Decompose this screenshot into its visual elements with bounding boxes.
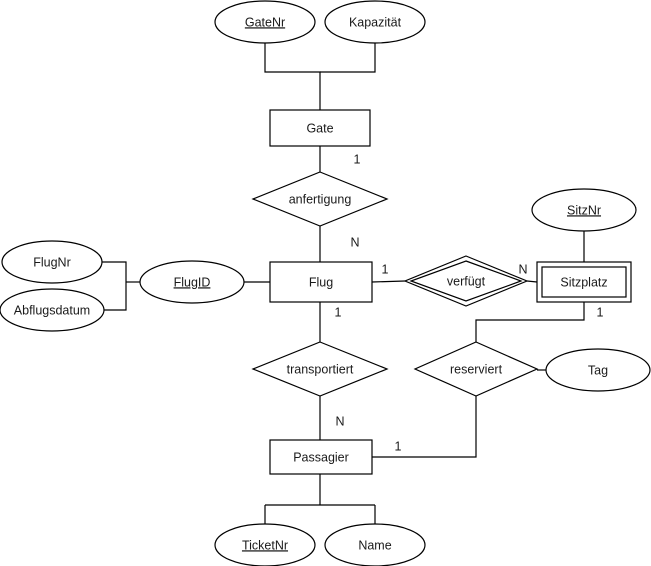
entity-box (536, 261, 632, 303)
connector-verfuegt-to-sitzplatz (526, 280, 538, 283)
connector-reserviert-to-passagier (372, 396, 477, 458)
attribute-flugid[interactable]: FlugID (139, 260, 245, 304)
attribute-label: TicketNr (242, 538, 288, 552)
cardinality-transportiert-passagier: N (335, 414, 344, 428)
weak-entity-inner-box (541, 266, 627, 298)
relationship-layer: anfertigung verfügt transportiert reservier… (251, 171, 539, 397)
attribute-ellipse (139, 260, 245, 304)
attribute-ellipse (1, 240, 103, 284)
attribute-ellipse (324, 0, 426, 44)
relationship-reserviert[interactable]: reserviert (413, 341, 539, 397)
attribute-label: Tag (588, 363, 608, 377)
entity-label: Gate (306, 121, 333, 135)
connector-sitzplatz-to-reserviert (475, 302, 585, 342)
entity-box (269, 439, 373, 475)
attribute-ellipse (531, 188, 637, 232)
relationship-transportiert[interactable]: transportiert (251, 341, 389, 397)
attribute-abflugsdatum[interactable]: Abflugsdatum (0, 288, 105, 332)
entity-label: Flug (309, 275, 333, 289)
relationship-diamond (251, 341, 389, 397)
attribute-tag[interactable]: Tag (545, 348, 651, 392)
attribute-ticketnr[interactable]: TicketNr (214, 523, 316, 566)
attribute-sitznr[interactable]: SitzNr (531, 188, 637, 232)
connector-kapazitaet-to-gate (320, 43, 376, 73)
attribute-label: GateNr (245, 15, 285, 29)
attribute-name[interactable]: Name (324, 523, 426, 566)
entity-label: Passagier (293, 450, 349, 464)
connector-gatenr-to-gate (264, 43, 321, 110)
relationship-label: anfertigung (289, 192, 352, 206)
identifying-relationship-inner-diamond (409, 260, 523, 302)
attribute-label: Abflugsdatum (14, 303, 90, 317)
attribute-kapazitaet[interactable]: Kapazität (324, 0, 426, 44)
cardinality-verfuegt-sitzplatz: N (518, 262, 527, 276)
attribute-ellipse (214, 523, 316, 566)
connector-layer (102, 43, 585, 524)
attribute-label: FlugNr (33, 255, 71, 269)
relationship-diamond (403, 255, 529, 307)
cardinality-flug-transportiert: 1 (335, 305, 342, 319)
relationship-label: reserviert (450, 362, 503, 376)
connector-flugnr-to-junction (102, 261, 127, 282)
entity-box (269, 109, 371, 147)
attribute-label: SitzNr (567, 203, 601, 217)
relationship-diamond (251, 171, 389, 227)
relationship-label: verfügt (447, 274, 486, 288)
attribute-flugnr[interactable]: FlugNr (1, 240, 103, 284)
entity-passagier[interactable]: Passagier (269, 439, 373, 475)
cardinality-anfertigung-flug: N (350, 235, 359, 249)
entity-flug[interactable]: Flug (269, 261, 373, 303)
cardinality-flug-verfuegt: 1 (382, 262, 389, 276)
cardinality-passagier-reserviert: 1 (395, 439, 402, 453)
entity-box (269, 261, 373, 303)
entity-label: Sitzplatz (560, 275, 607, 289)
attribute-ellipse (545, 348, 651, 392)
attribute-label: Name (358, 538, 391, 552)
attribute-label: Kapazität (349, 15, 402, 29)
relationship-diamond (413, 341, 539, 397)
relationship-verfuegt[interactable]: verfügt (403, 255, 529, 307)
attribute-ellipse (324, 523, 426, 566)
cardinality-sitzplatz-reserviert: 1 (597, 305, 604, 319)
attribute-label: FlugID (174, 275, 211, 289)
relationship-label: transportiert (287, 362, 354, 376)
connector-flug-to-verfuegt (371, 280, 406, 283)
connector-abflugsdatum-to-junction (104, 282, 127, 311)
cardinality-gate-anfertigung: 1 (354, 152, 361, 166)
relationship-anfertigung[interactable]: anfertigung (251, 171, 389, 227)
attribute-ellipse (214, 0, 316, 44)
attribute-gatenr[interactable]: GateNr (214, 0, 316, 44)
entity-gate[interactable]: Gate (269, 109, 371, 147)
attribute-ellipse (0, 288, 105, 332)
entity-sitzplatz[interactable]: Sitzplatz (536, 261, 632, 303)
